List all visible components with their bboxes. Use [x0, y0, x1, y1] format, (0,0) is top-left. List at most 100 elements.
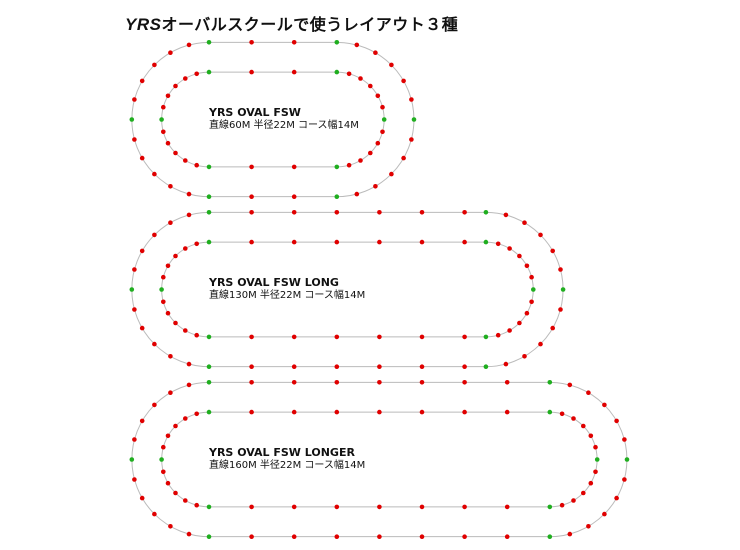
marker-dot — [358, 76, 363, 81]
marker-dot — [291, 504, 297, 510]
key-marker-dot — [334, 194, 340, 199]
marker-dot — [559, 502, 565, 508]
marker-dot — [168, 220, 173, 225]
marker-dot — [529, 274, 534, 280]
marker-dot — [186, 191, 192, 197]
marker-dot — [183, 158, 188, 163]
marker-dot — [538, 341, 543, 347]
marker-dot — [586, 390, 591, 396]
key-marker-dot — [206, 504, 212, 510]
key-marker-dot — [206, 210, 212, 215]
marker-dot — [152, 341, 157, 347]
marker-dot — [368, 150, 373, 156]
marker-dot — [614, 418, 619, 424]
key-marker-dot — [206, 409, 212, 415]
marker-dot — [377, 334, 382, 340]
marker-dot — [358, 158, 363, 163]
key-marker-dot — [159, 287, 164, 292]
marker-dot — [165, 480, 171, 486]
key-marker-dot — [547, 534, 553, 539]
marker-dot — [249, 409, 254, 415]
marker-dot — [602, 511, 607, 517]
marker-dot — [249, 69, 254, 75]
key-marker-dot — [206, 534, 212, 539]
marker-dot — [165, 93, 171, 99]
marker-dot — [581, 423, 586, 429]
marker-dot — [368, 83, 373, 89]
marker-dot — [249, 40, 254, 45]
marker-dot — [152, 402, 157, 408]
marker-dot — [377, 409, 382, 415]
marker-dot — [161, 469, 166, 475]
key-marker-dot — [206, 164, 212, 170]
marker-dot — [462, 409, 467, 415]
marker-dot — [524, 310, 530, 316]
marker-dot — [132, 137, 137, 142]
marker-dot — [495, 241, 501, 247]
marker-dot — [334, 534, 340, 539]
marker-dot — [377, 534, 382, 539]
key-marker-dot — [206, 364, 212, 370]
marker-dot — [419, 334, 425, 340]
track-line-outer — [131, 381, 628, 538]
marker-dot — [419, 364, 425, 370]
marker-dot — [503, 212, 509, 218]
marker-dot — [249, 534, 254, 539]
marker-dot — [567, 531, 573, 537]
marker-dot — [588, 433, 594, 439]
marker-dot — [409, 97, 414, 102]
key-marker-dot — [206, 380, 212, 385]
marker-dot — [194, 411, 199, 417]
marker-dot — [334, 210, 340, 215]
page-title: YRSオーバルスクールで使うレイアウト３種 — [125, 11, 458, 35]
key-marker-dot — [334, 164, 340, 170]
marker-dot — [334, 380, 340, 385]
marker-dot — [517, 320, 522, 326]
marker-dot — [462, 210, 467, 215]
marker-dot — [161, 104, 166, 110]
marker-dot — [462, 504, 467, 510]
marker-dot — [152, 511, 157, 517]
marker-dot — [173, 423, 178, 429]
marker-dot — [152, 232, 157, 238]
marker-dot — [507, 246, 512, 251]
marker-dot — [504, 534, 510, 539]
marker-dot — [161, 129, 166, 135]
marker-dot — [291, 364, 297, 370]
marker-dot — [375, 93, 381, 99]
marker-dot — [419, 239, 425, 245]
marker-dot — [186, 212, 192, 218]
marker-dot — [380, 104, 385, 110]
marker-dot — [614, 495, 619, 501]
key-marker-dot — [483, 210, 489, 215]
marker-dot — [161, 274, 166, 280]
marker-dot — [183, 246, 188, 251]
key-marker-dot — [334, 40, 340, 45]
marker-dot — [462, 534, 467, 539]
key-marker-dot — [483, 239, 489, 245]
marker-dot — [462, 239, 467, 245]
key-marker-dot — [547, 380, 553, 385]
marker-dot — [504, 380, 510, 385]
marker-dot — [249, 364, 254, 370]
marker-dot — [503, 361, 509, 367]
marker-dot — [152, 171, 157, 177]
marker-dot — [334, 364, 340, 370]
marker-dot — [291, 69, 297, 75]
marker-dot — [524, 263, 530, 269]
marker-dot — [571, 416, 576, 421]
key-marker-dot — [206, 239, 212, 245]
marker-dot — [377, 210, 382, 215]
marker-dot — [334, 504, 340, 510]
marker-dot — [291, 194, 297, 199]
marker-dot — [346, 71, 352, 77]
marker-dot — [550, 248, 555, 254]
key-marker-dot — [411, 117, 417, 122]
marker-dot — [377, 380, 382, 385]
marker-dot — [373, 50, 378, 55]
key-marker-dot — [547, 504, 553, 510]
key-marker-dot — [129, 457, 135, 462]
key-marker-dot — [206, 194, 212, 199]
marker-dot — [173, 83, 178, 89]
